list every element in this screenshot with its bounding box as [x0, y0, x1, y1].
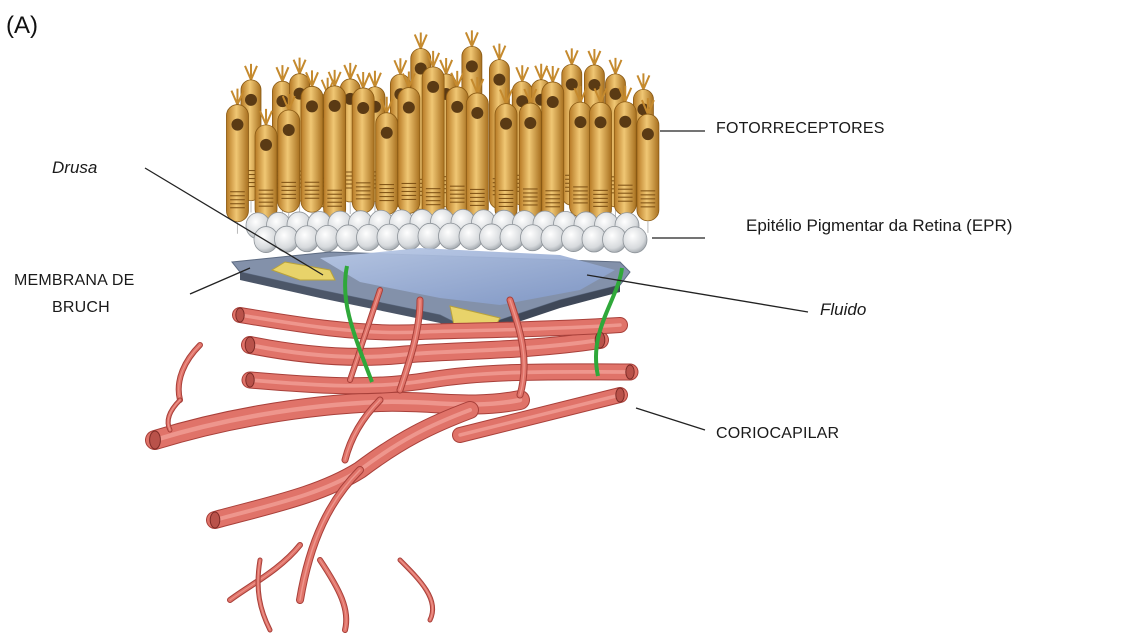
photoreceptor-cell: [324, 70, 346, 232]
leader-membrana: [190, 268, 250, 294]
photoreceptor-cell: [278, 94, 300, 224]
label-membrana-line1: MEMBRANA DE: [14, 272, 134, 290]
label-coriocapilar: CORIOCAPILAR: [716, 425, 839, 443]
photoreceptor-layer: [226, 30, 658, 233]
label-drusa: Drusa: [52, 158, 97, 178]
photoreceptor-cell: [446, 71, 468, 228]
vessel-lumen: [210, 512, 220, 528]
choriocapillaris-vessels: [150, 290, 635, 630]
vessel-lumen: [246, 373, 254, 387]
vessel-lumen: [150, 431, 161, 449]
photoreceptor-cell: [352, 72, 374, 225]
photoreceptor-cell: [301, 70, 323, 224]
photoreceptor-cell: [569, 86, 591, 229]
vessel-lumen: [245, 337, 255, 353]
photoreceptor-cell: [542, 66, 564, 233]
photoreceptor-cell: [614, 86, 636, 227]
label-membrana-line2: BRUCH: [52, 299, 110, 317]
label-epr: Epitélio Pigmentar da Retina (EPR): [746, 216, 1012, 236]
rpe-layer: [246, 209, 647, 253]
leader-fluido: [587, 275, 808, 312]
rpe-cell: [623, 227, 647, 253]
vessel-lumen: [236, 308, 244, 322]
photoreceptor-cell: [422, 51, 444, 231]
photoreceptor-cell: [589, 86, 611, 232]
photoreceptor-cell: [637, 98, 659, 233]
photoreceptor-cell: [466, 77, 488, 231]
vessel-lumen: [616, 388, 624, 402]
blood-vessel: [400, 560, 433, 620]
label-fotorreceptores: FOTORRECEPTORES: [716, 120, 885, 138]
leader-coriocapilar: [636, 408, 705, 430]
photoreceptor-cell: [519, 87, 541, 231]
photoreceptor-cell: [376, 97, 398, 227]
label-fluido: Fluido: [820, 300, 866, 320]
photoreceptor-cell: [398, 72, 420, 226]
photoreceptor-cell: [226, 89, 248, 234]
vessel-lumen: [626, 365, 634, 379]
